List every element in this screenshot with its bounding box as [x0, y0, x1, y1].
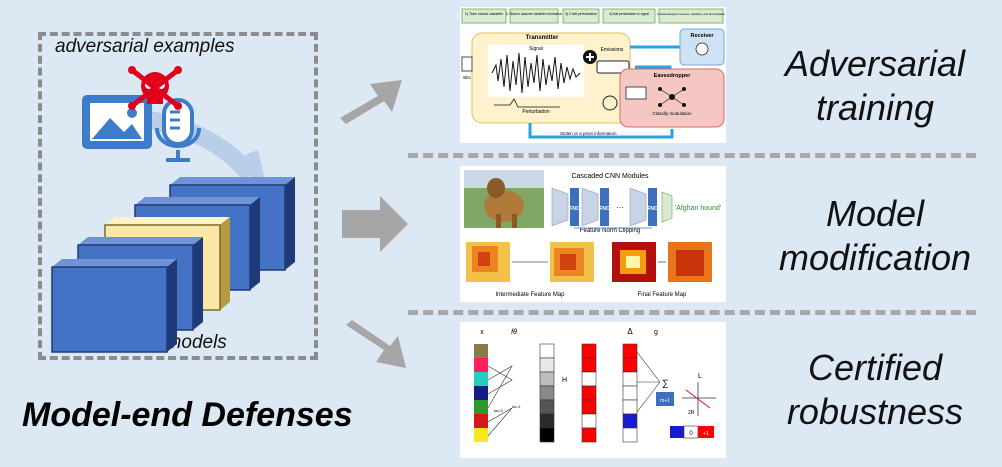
- intermediate-text: Intermediate Feature Map: [495, 292, 565, 298]
- x-text: x: [480, 329, 484, 336]
- svg-text:…: …: [616, 201, 624, 210]
- g-text: g: [654, 329, 658, 336]
- certified-robustness-panel: x fθ Δ g ks=3 ks=1 H: [460, 322, 726, 458]
- step-5-text: 5) Eavesdropper receives, classifies, an…: [657, 12, 725, 16]
- separator-2: [408, 310, 976, 315]
- signal-text: Signal: [529, 46, 543, 52]
- label-model-modification-line2: modification: [778, 237, 972, 278]
- label-certified-robustness: Certified robustness: [765, 346, 985, 434]
- eavesdropper-text: Eavesdropper: [654, 73, 692, 79]
- output-text: 'Afghan hound': [675, 205, 721, 212]
- ks1-text: ks=1: [512, 404, 521, 409]
- step-3-text: 3) Craft perturbation: [565, 12, 597, 16]
- two-r-text: 2R: [688, 410, 695, 416]
- classify-text: Classify modulation: [652, 111, 692, 116]
- clipping-text: Feature Norm Clipping: [580, 228, 640, 234]
- label-certified-robustness-line2: robustness: [786, 391, 964, 432]
- perturbation-text: Perturbation: [522, 109, 549, 115]
- model-modification-panel: Cascaded CNN Modules FNC FNC … FNC 'Afgh…: [460, 166, 726, 302]
- l-text: L: [698, 373, 702, 380]
- step-2-text: 2) Steal or assume classifier informatio…: [506, 12, 563, 16]
- certified-robustness-diagram: x fθ Δ g ks=3 ks=1 H: [474, 327, 716, 443]
- transmitter-text: Transmitter: [526, 35, 559, 41]
- zero-text: 0: [689, 431, 693, 437]
- plus1-text: +1: [703, 431, 709, 437]
- delta-text: Δ: [627, 327, 633, 336]
- final-text: Final Feature Map: [638, 292, 687, 298]
- left-dashed-frame: [38, 32, 318, 360]
- adversarial-examples-label: adversarial examples: [55, 36, 235, 57]
- fnc-1-text: FNC: [569, 206, 580, 212]
- arrow-to-certified-robustness-icon: [346, 320, 406, 368]
- m1-text: m+1: [660, 398, 670, 404]
- step-1-text: 1) Train robust classifier: [465, 12, 504, 16]
- receiver-text: Receiver: [691, 33, 715, 39]
- h-text: H: [562, 377, 567, 384]
- separator-1: [408, 153, 976, 158]
- label-adversarial-training-line1: Adversarial: [784, 43, 966, 84]
- fnc-2-text: FNC: [599, 206, 610, 212]
- label-certified-robustness-line1: Certified: [807, 347, 943, 388]
- image-icon: [82, 95, 152, 149]
- label-model-modification: Model modification: [765, 192, 985, 280]
- skull-icon: [128, 66, 182, 110]
- label-adversarial-training-line2: training: [815, 87, 935, 128]
- sum-icon: ∑: [662, 378, 668, 388]
- label-model-modification-line1: Model: [825, 193, 925, 234]
- layer-block-1: [51, 259, 177, 353]
- bits-left-text: Bits: [463, 75, 471, 80]
- fnc-3-text: FNC: [647, 206, 658, 212]
- main-title: Model-end Defenses: [22, 396, 353, 434]
- stolen-text: Stolen or a priori information: [560, 131, 617, 136]
- step-4-text: 4) Add perturbation to signal: [609, 12, 649, 16]
- cnn-title-text: Cascaded CNN Modules: [571, 173, 649, 180]
- adversarial-training-panel: 1) Train robust classifier 2) Steal or a…: [460, 7, 726, 143]
- label-adversarial-training: Adversarial training: [765, 42, 985, 130]
- model-modification-diagram: Cascaded CNN Modules FNC FNC … FNC 'Afgh…: [464, 170, 721, 298]
- emissions-text: Emissions: [601, 47, 624, 53]
- ks3-text: ks=3: [494, 408, 503, 413]
- microphone-icon: [155, 98, 201, 162]
- f-theta-text: fθ: [511, 329, 517, 336]
- arrow-to-model-modification-icon: [342, 196, 408, 252]
- adversarial-training-diagram: 1) Train robust classifier 2) Steal or a…: [461, 8, 725, 139]
- arrow-to-adversarial-training-icon: [340, 80, 402, 124]
